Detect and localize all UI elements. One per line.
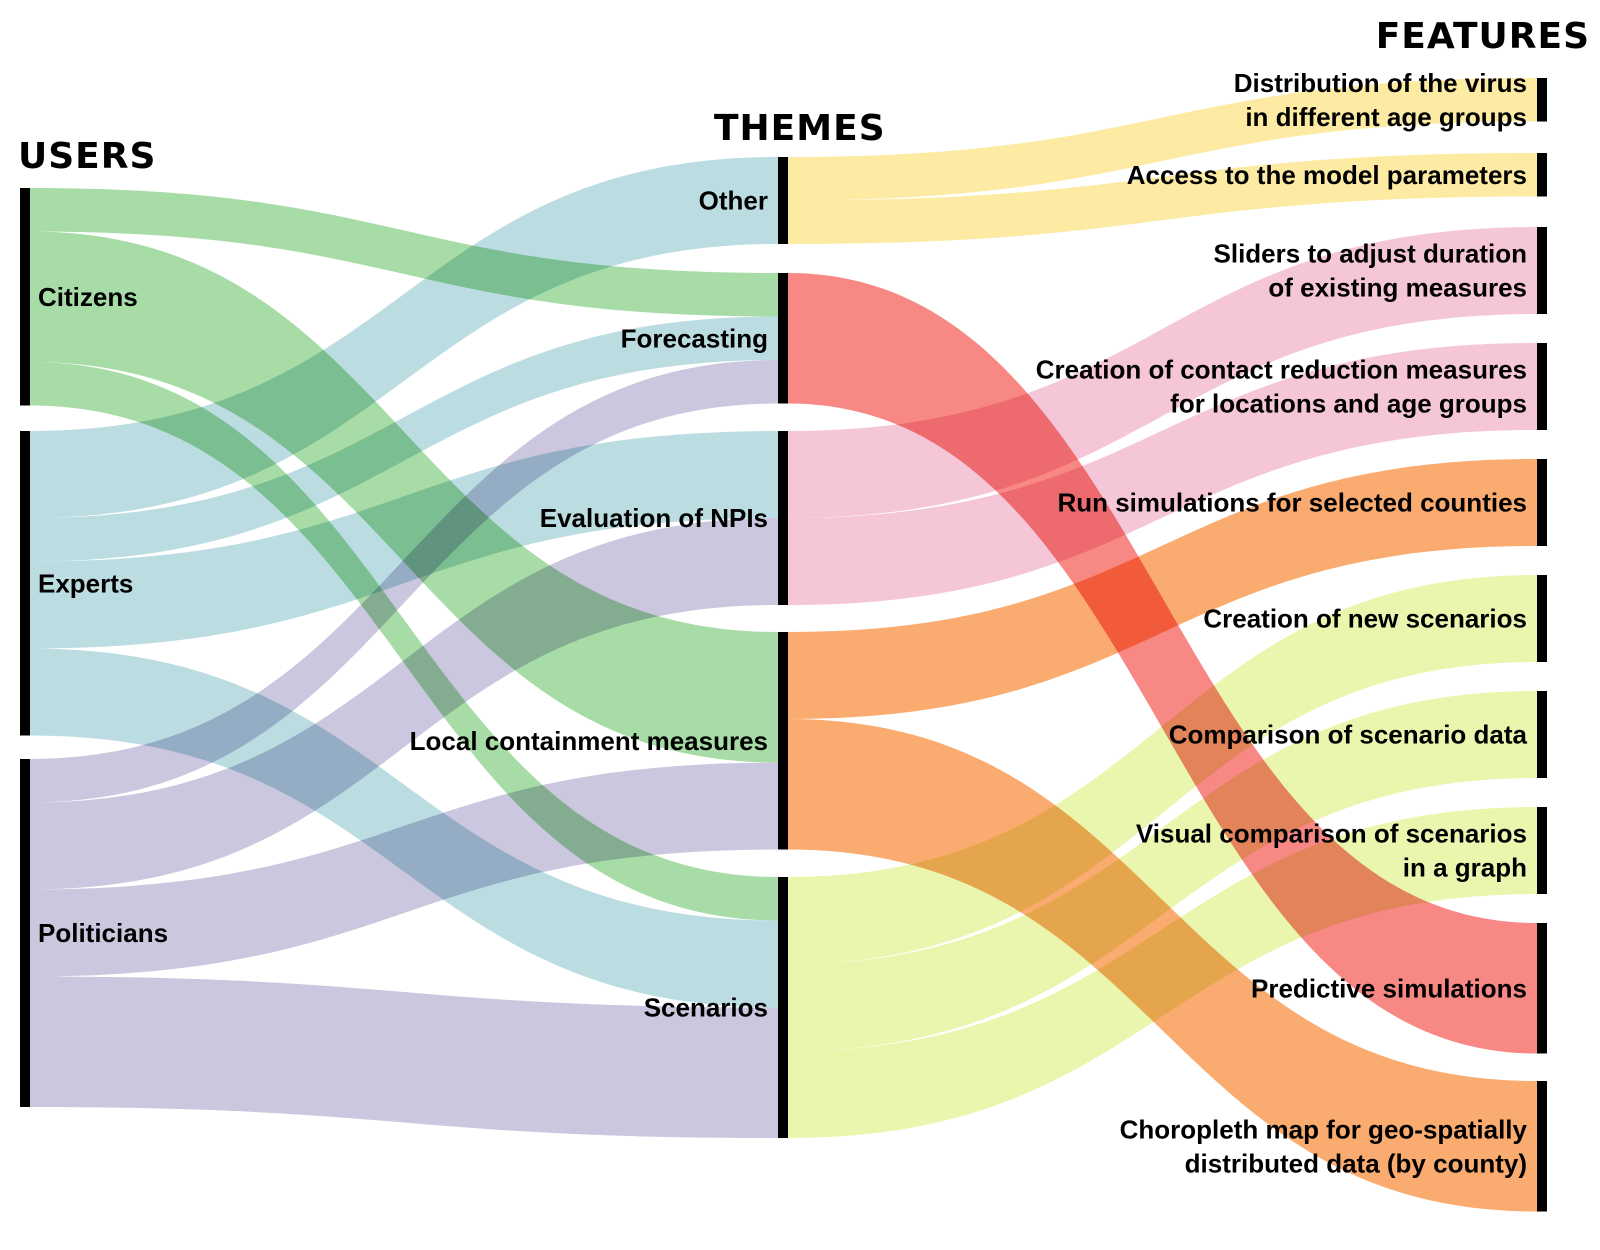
link-experts-to-npis [30, 431, 778, 649]
theme-label-scenarios: Scenarios [644, 993, 768, 1023]
feature-bar-f_visual [1537, 807, 1547, 894]
features-column-title: FEATURES [1376, 16, 1590, 57]
feature-label-f_choro-line-1: Choropleth map for geo-spatially [1120, 1114, 1528, 1144]
themes-column-title: THEMES [714, 108, 886, 149]
theme-bar-other [778, 157, 788, 244]
feature-label-f_contact-line-2: for locations and age groups [1170, 389, 1527, 419]
feature-label-f_newscen: Creation of new scenarios [1203, 604, 1527, 634]
feature-label-f_sliders-line-1: Sliders to adjust duration [1214, 239, 1527, 269]
link-politicians-to-local [30, 762, 778, 977]
user-label-citizens: Citizens [38, 282, 138, 312]
user-bar-experts [20, 431, 30, 736]
link-politicians-to-npis [30, 518, 778, 890]
feature-bar-f_predict [1537, 923, 1547, 1054]
link-experts-to-other [30, 157, 778, 518]
user-theme-links [30, 157, 778, 1138]
feature-label-f_predict: Predictive simulations [1251, 973, 1527, 1003]
link-citizens-to-forecasting [30, 188, 778, 317]
feature-bar-f_counties [1537, 459, 1547, 546]
node-bars [20, 78, 1547, 1212]
feature-label-f_visual-line-2: in a graph [1403, 853, 1527, 883]
link-npis-to-f_contact [788, 343, 1537, 605]
feature-label-f_age-line-1: Distribution of the virus [1234, 68, 1527, 98]
theme-bar-local [778, 632, 788, 850]
feature-label-f_counties: Run simulations for selected counties [1057, 488, 1527, 518]
theme-label-npis: Evaluation of NPIs [540, 503, 768, 533]
theme-label-forecasting: Forecasting [621, 323, 768, 353]
feature-bar-f_compdata [1537, 691, 1547, 778]
theme-feature-links [788, 78, 1537, 1212]
link-politicians-to-forecasting [30, 360, 778, 803]
feature-bar-f_age [1537, 78, 1547, 122]
link-scenarios-to-f_compdata [788, 691, 1537, 1051]
feature-label-f_compdata: Comparison of scenario data [1169, 720, 1528, 750]
feature-bar-f_choro [1537, 1081, 1547, 1212]
feature-bar-f_contact [1537, 343, 1547, 430]
feature-bar-f_sliders [1537, 227, 1547, 314]
feature-label-f_contact-line-1: Creation of contact reduction measures [1036, 355, 1527, 385]
link-other-to-f_age [788, 78, 1537, 201]
feature-label-f_choro-line-2: distributed data (by county) [1185, 1148, 1527, 1178]
user-label-politicians: Politicians [38, 918, 168, 948]
feature-label-f_params: Access to the model parameters [1127, 160, 1527, 190]
users-column-title: USERS [18, 136, 156, 177]
theme-bar-npis [778, 431, 788, 605]
link-citizens-to-scenarios [30, 362, 778, 921]
link-other-to-f_params [788, 153, 1537, 244]
theme-bar-forecasting [778, 273, 788, 404]
link-scenarios-to-f_visual [788, 807, 1537, 1138]
theme-bar-scenarios [778, 877, 788, 1138]
theme-label-other: Other [699, 186, 768, 216]
user-label-experts: Experts [38, 568, 133, 598]
link-experts-to-forecasting [30, 316, 778, 562]
feature-label-f_age-line-2: in different age groups [1245, 102, 1527, 132]
link-npis-to-f_sliders [788, 227, 1537, 518]
feature-bar-f_newscen [1537, 575, 1547, 662]
feature-label-f_visual-line-1: Visual comparison of scenarios [1136, 819, 1527, 849]
theme-label-local: Local containment measures [410, 726, 768, 756]
link-local-to-f_counties [788, 459, 1537, 719]
user-bar-citizens [20, 188, 30, 406]
user-bar-politicians [20, 759, 30, 1107]
link-politicians-to-scenarios [30, 976, 778, 1138]
feature-label-f_sliders-line-2: of existing measures [1268, 273, 1527, 303]
feature-bar-f_params [1537, 153, 1547, 197]
link-scenarios-to-f_newscen [788, 575, 1537, 964]
